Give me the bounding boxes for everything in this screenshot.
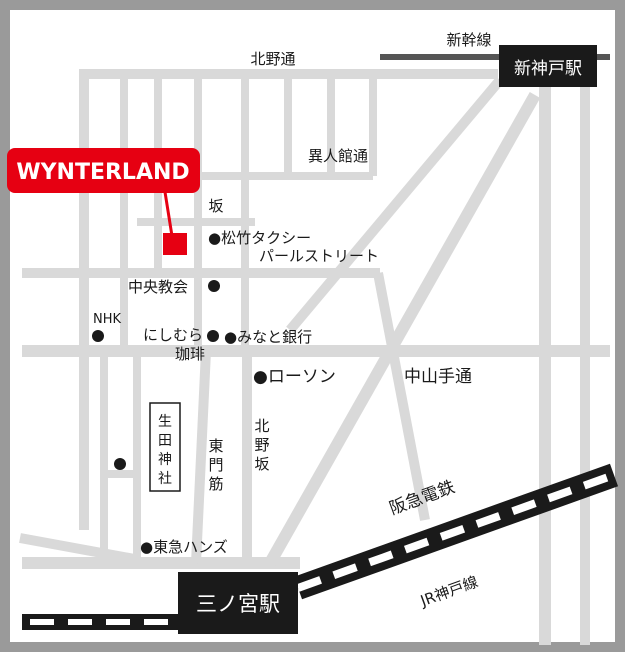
shinkansen-label: 新幹線 [446,31,491,49]
chuo-kyokai-label: 中央教会 [128,278,188,296]
kitano-dori-label: 北野通 [250,50,295,68]
coffee-label: 珈琲 [175,345,205,363]
kitanozaka-label-1: 北 [254,417,269,435]
dot-icon [208,280,220,292]
ikuta-jinja-label-1: 生 [158,414,172,430]
street-network [19,69,610,645]
tokyu-hands-label: ●東急ハンズ [140,538,228,556]
street-diag-3 [373,272,430,521]
sannomiya-station-label: 三ノ宮駅 [196,592,280,616]
street-diag-2 [264,92,541,566]
pearl-street-label: パールストリート [259,247,379,265]
saka-label: 坂 [208,197,223,215]
dot-icon [92,330,104,342]
dot-icon [207,330,219,342]
higashimon-label-2: 門 [208,456,223,474]
jr-kobe-label: JR神戸線 [417,573,480,611]
square-marker-icon [163,233,187,255]
shin-kobe-station-box [499,45,597,87]
shochiku-taxi-label: ●松竹タクシー [208,229,311,247]
nishimura-label: にしむら [143,326,203,344]
wynterland-label: WYNTERLAND [16,160,189,185]
ikuta-jinja-label-4: 社 [158,471,172,487]
street-diag-4 [19,533,141,565]
higashimon-label-1: 東 [208,437,223,455]
wynterland-badge [7,148,200,193]
kitanozaka-label-2: 野 [254,436,269,454]
minato-bank-label: ●みなと銀行 [224,328,312,346]
street-v-higashimon [191,350,211,564]
dot-icon [114,458,126,470]
street-diag-1 [286,76,504,334]
hankyu-railway [293,463,619,600]
nakayamate-label: 中山手通 [404,367,472,387]
ikuta-jinja-box [149,402,181,492]
higashimon-label-3: 筋 [208,475,223,493]
lawson-label: ●ローソン [253,367,336,387]
ikuta-jinja-label-2: 田 [158,433,172,449]
shin-kobe-station-label: 新神戸駅 [514,59,582,79]
ijinkan-dori-label: 異人館通 [308,147,368,165]
ikuta-jinja-label-3: 神 [158,452,172,468]
sannomiya-station-box [178,572,298,634]
nhk-label: NHK [93,312,122,327]
wynterland-pointer [163,191,174,237]
kitanozaka-label-3: 坂 [254,455,269,473]
